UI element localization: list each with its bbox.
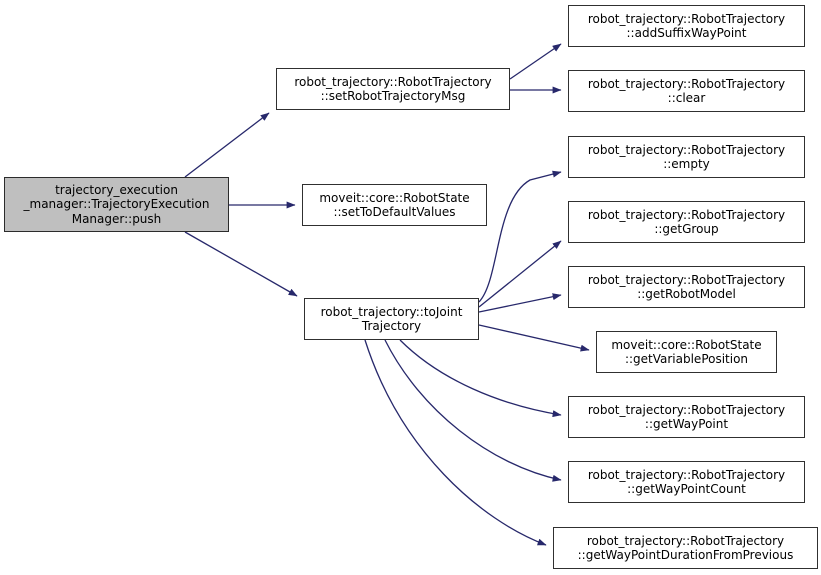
graph-node-label: robot_trajectory::RobotTrajectory ::setR…	[294, 74, 492, 104]
graph-node-push[interactable]: trajectory_execution _manager::Trajector…	[4, 177, 229, 232]
graph-node-label: robot_trajectory::RobotTrajectory ::getW…	[587, 467, 786, 497]
graph-edge-push-to-setRobotTrajectoryMsg	[184, 112, 270, 178]
graph-edge-toJointTrajectory-to-getWayPointCount	[384, 339, 562, 482]
graph-node-getGroup[interactable]: robot_trajectory::RobotTrajectory ::getG…	[568, 201, 805, 243]
graph-node-label: robot_trajectory::RobotTrajectory ::getW…	[577, 533, 794, 563]
graph-node-label: robot_trajectory::RobotTrajectory ::empt…	[587, 142, 786, 172]
graph-node-getVariablePosition[interactable]: moveit::core::RobotState ::getVariablePo…	[596, 331, 777, 373]
graph-node-label: trajectory_execution _manager::Trajector…	[23, 182, 210, 226]
graph-node-label: robot_trajectory::RobotTrajectory ::getG…	[587, 207, 786, 237]
graph-node-setToDefaultValues[interactable]: moveit::core::RobotState ::setToDefaultV…	[302, 184, 487, 226]
graph-node-toJointTrajectory[interactable]: robot_trajectory::toJoint Trajectory	[304, 298, 479, 340]
graph-edge-toJointTrajectory-to-empty	[478, 170, 562, 303]
graph-node-getRobotModel[interactable]: robot_trajectory::RobotTrajectory ::getR…	[568, 266, 805, 308]
graph-node-getWayPointDurationFromPrevious[interactable]: robot_trajectory::RobotTrajectory ::getW…	[553, 527, 818, 569]
graph-node-label: robot_trajectory::RobotTrajectory ::clea…	[587, 76, 786, 106]
graph-edge-push-to-toJointTrajectory	[184, 231, 298, 297]
graph-node-label: robot_trajectory::RobotTrajectory ::getR…	[587, 272, 786, 302]
graph-node-label: moveit::core::RobotState ::getVariablePo…	[611, 337, 762, 367]
graph-node-setRobotTrajectoryMsg[interactable]: robot_trajectory::RobotTrajectory ::setR…	[276, 68, 510, 110]
graph-edge-toJointTrajectory-to-getWayPoint	[399, 339, 562, 418]
graph-edge-toJointTrajectory-to-getWayPointDurationFromPrevious	[364, 339, 547, 546]
graph-node-getWayPointCount[interactable]: robot_trajectory::RobotTrajectory ::getW…	[568, 461, 805, 503]
edge-layer	[184, 43, 590, 546]
graph-node-label: robot_trajectory::RobotTrajectory ::addS…	[587, 11, 786, 41]
graph-node-empty[interactable]: robot_trajectory::RobotTrajectory ::empt…	[568, 136, 805, 178]
graph-edge-toJointTrajectory-to-getRobotModel	[478, 293, 562, 313]
graph-edge-setRobotTrajectoryMsg-to-addSuffixWayPoint	[509, 43, 562, 80]
graph-node-addSuffixWayPoint[interactable]: robot_trajectory::RobotTrajectory ::addS…	[568, 5, 805, 47]
graph-node-getWayPoint[interactable]: robot_trajectory::RobotTrajectory ::getW…	[568, 396, 805, 438]
graph-node-label: robot_trajectory::toJoint Trajectory	[320, 304, 463, 334]
graph-node-label: moveit::core::RobotState ::setToDefaultV…	[319, 190, 470, 220]
graph-edge-toJointTrajectory-to-getVariablePosition	[478, 324, 590, 352]
graph-node-clear[interactable]: robot_trajectory::RobotTrajectory ::clea…	[568, 70, 805, 112]
graph-node-label: robot_trajectory::RobotTrajectory ::getW…	[587, 402, 786, 432]
graph-edge-toJointTrajectory-to-getGroup	[478, 240, 562, 308]
